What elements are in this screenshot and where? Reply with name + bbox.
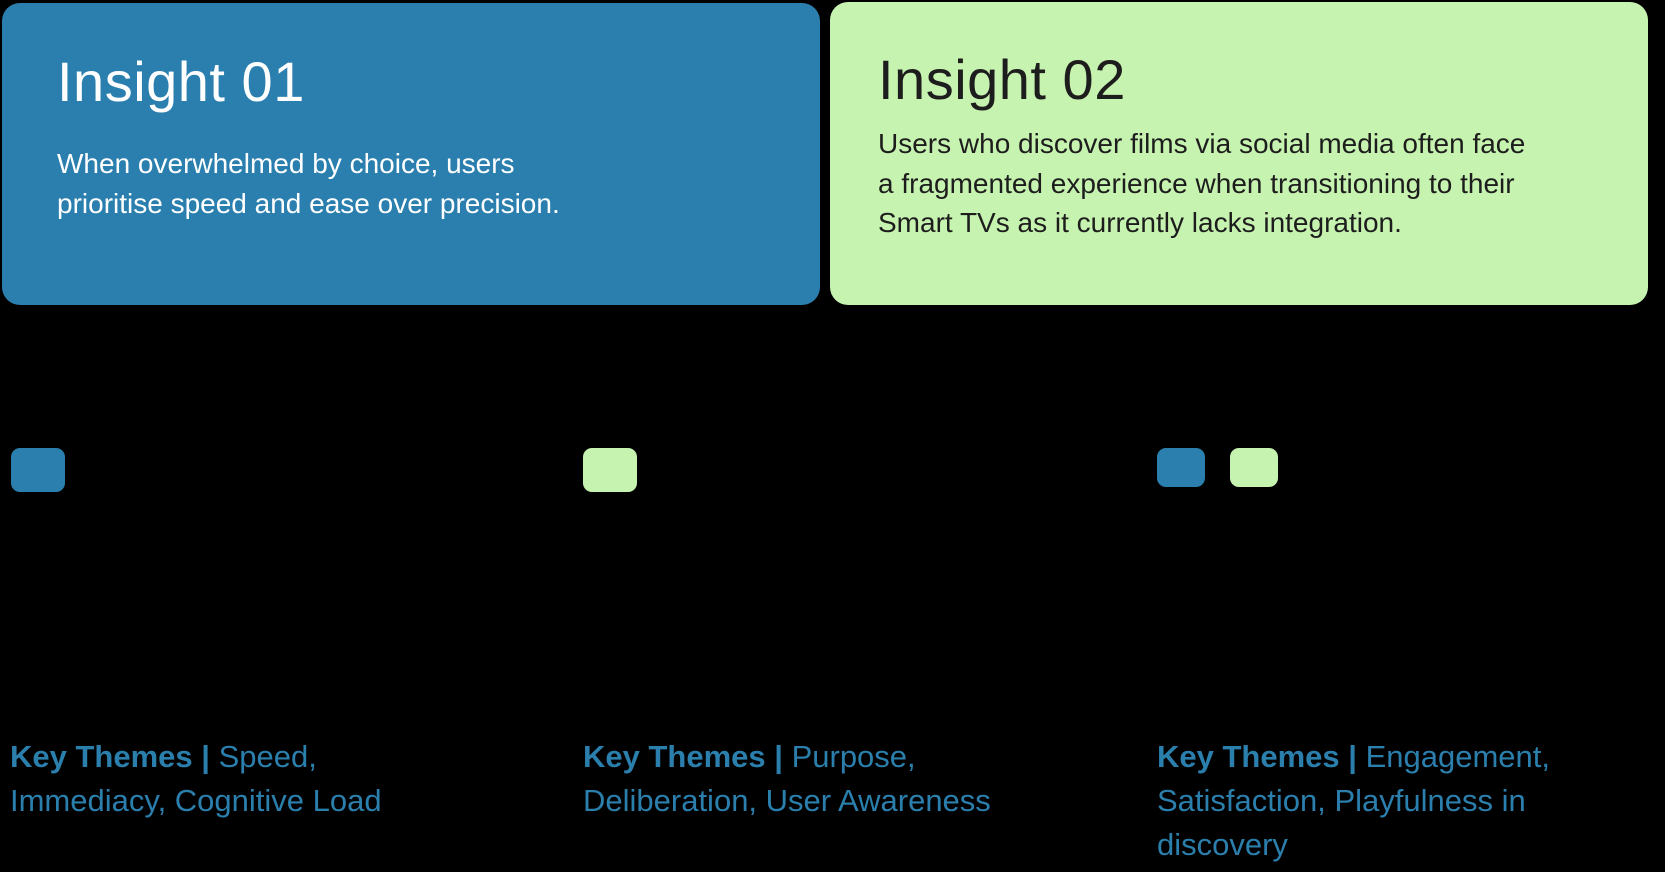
insight-01-body: When overwhelmed by choice, users priori… xyxy=(57,148,560,219)
green-swatch xyxy=(1230,448,1279,487)
key-themes-separator: | xyxy=(774,739,783,774)
key-themes-items: Purpose, Deliberation, User Awareness xyxy=(583,739,991,818)
legend-swatch-group-2 xyxy=(583,448,637,492)
insight-02-body: Users who discover films via social medi… xyxy=(878,128,1526,238)
key-themes-group-1: Key Themes | Speed, Immediacy, Cognitive… xyxy=(10,735,425,823)
key-themes-separator: | xyxy=(201,739,210,774)
key-themes-label: Key Themes xyxy=(10,739,193,774)
blue-swatch xyxy=(1157,448,1205,487)
legend-swatch-group-1 xyxy=(11,448,65,492)
key-themes-group-2: Key Themes | Purpose, Deliberation, User… xyxy=(583,735,1028,823)
key-themes-label: Key Themes xyxy=(1157,739,1340,774)
key-themes-group-3: Key Themes | Engagement, Satisfaction, P… xyxy=(1157,735,1577,867)
insight-02-title: Insight 02 xyxy=(878,48,1126,111)
green-swatch xyxy=(583,448,637,492)
key-themes-items: Engagement, Satisfaction, Playfulness in… xyxy=(1157,739,1550,862)
legend-swatch-group-3 xyxy=(1157,448,1279,487)
key-themes-label: Key Themes xyxy=(583,739,766,774)
key-themes-separator: | xyxy=(1348,739,1357,774)
insight-01-title: Insight 01 xyxy=(57,50,305,113)
insight-card-01: Insight 01 When overwhelmed by choice, u… xyxy=(2,3,820,305)
insight-card-02: Insight 02 Users who discover films via … xyxy=(830,2,1648,305)
blue-swatch xyxy=(11,448,65,492)
key-themes-items: Speed, Immediacy, Cognitive Load xyxy=(10,739,382,818)
